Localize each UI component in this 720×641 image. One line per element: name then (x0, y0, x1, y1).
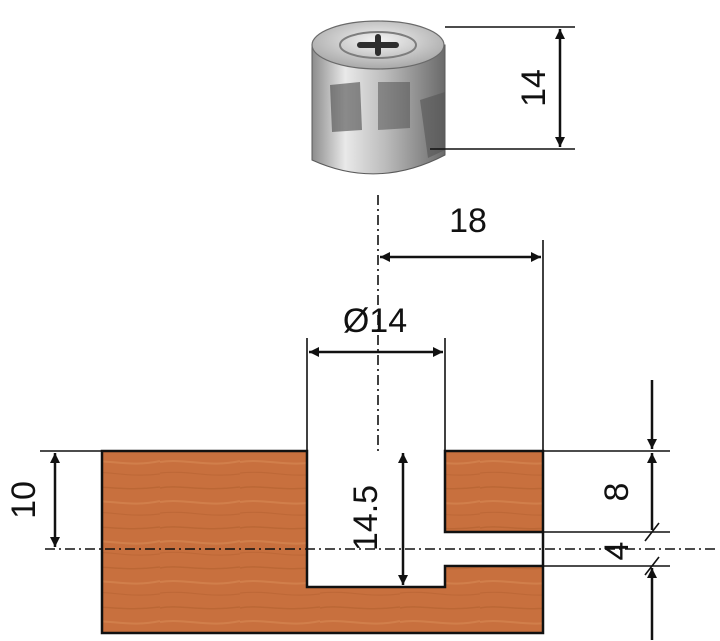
phillips-cross-icon (357, 34, 399, 56)
wood-panel (100, 449, 545, 635)
cam-window-2 (378, 82, 410, 130)
dim-axis-from-top: 10 (5, 450, 102, 547)
dim-bore-depth: 14.5 (347, 453, 408, 585)
dim-center-to-edge: 18 (380, 202, 544, 451)
dim-bore-diameter: Ø14 (306, 302, 446, 451)
cam-slot (420, 92, 445, 158)
cam-inner-ring (339, 31, 417, 59)
dim-bore-depth-label: 14.5 (347, 485, 385, 551)
dim-cam-height: 14 (430, 26, 575, 150)
cam-window (330, 82, 362, 132)
dim-groove-width-label: 4 (598, 542, 636, 561)
dim-cam-height-label: 14 (515, 69, 553, 107)
dim-bore-diameter-label: Ø14 (343, 302, 407, 340)
dim-groove: 8 4 (543, 380, 670, 640)
dim-axis-from-top-label: 10 (5, 481, 43, 519)
cam-fitting-image (311, 20, 446, 175)
dim-center-to-edge-label: 18 (449, 202, 487, 240)
dim-groove-from-top-label: 8 (598, 483, 636, 502)
